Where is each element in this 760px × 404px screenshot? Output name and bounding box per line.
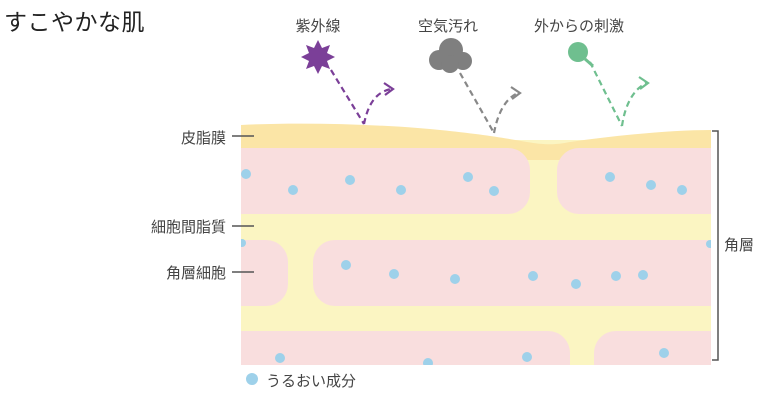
air-pollution-label: 空気汚れ [417, 17, 479, 35]
moisture-dot [489, 186, 499, 196]
uv-star-icon [301, 40, 335, 74]
moisture-dot [706, 240, 711, 248]
stratum-corneum-bracket [712, 130, 719, 361]
moisture-dot [522, 352, 532, 362]
uv-label: 紫外線 [295, 17, 341, 35]
moisture-dot [423, 358, 433, 365]
moisture-dot [646, 180, 656, 190]
corneocyte-cell [313, 240, 711, 306]
external-stimulus-label: 外からの刺激 [533, 17, 625, 35]
sebum-film-label: 皮脂膜 [180, 129, 226, 147]
moisture-dot [396, 185, 406, 195]
moisture-dot [463, 172, 473, 182]
corneocyte-cell [594, 331, 711, 365]
moisture-dot [389, 269, 399, 279]
moisture-dot [241, 239, 246, 247]
moisture-legend-dot [246, 373, 258, 385]
moisture-dot [659, 348, 669, 358]
moisture-dot [571, 279, 581, 289]
moisture-dot [275, 353, 285, 363]
moisture-legend-label: うるおい成分 [266, 372, 357, 390]
moisture-dot [450, 274, 460, 284]
intercellular-lipid-label: 細胞間脂質 [150, 218, 226, 236]
corneocyte-cell [241, 148, 530, 214]
moisture-dot [341, 260, 351, 270]
moisture-dot [611, 271, 621, 281]
moisture-dot [345, 175, 355, 185]
stimulus-arrow [589, 61, 650, 127]
pollution-cloud-icon [429, 38, 472, 73]
page-title: すこやかな肌 [4, 10, 145, 36]
moisture-dot [677, 185, 687, 195]
pollution-arrow [459, 72, 522, 134]
moisture-dot [638, 270, 648, 280]
corneocyte-label: 角層細胞 [165, 264, 226, 282]
label-leader-lines [232, 135, 254, 273]
stratum-corneum-label: 角層 [724, 236, 755, 254]
corneocyte-cell [557, 148, 711, 214]
corneocyte-cell [241, 331, 570, 365]
stimulus-ball-icon [568, 42, 594, 68]
moisture-dot [528, 271, 538, 281]
uv-arrow [330, 69, 395, 125]
moisture-dot [288, 185, 298, 195]
moisture-dot [241, 169, 251, 179]
corneocyte-cell [241, 240, 288, 306]
moisture-dot [605, 172, 615, 182]
